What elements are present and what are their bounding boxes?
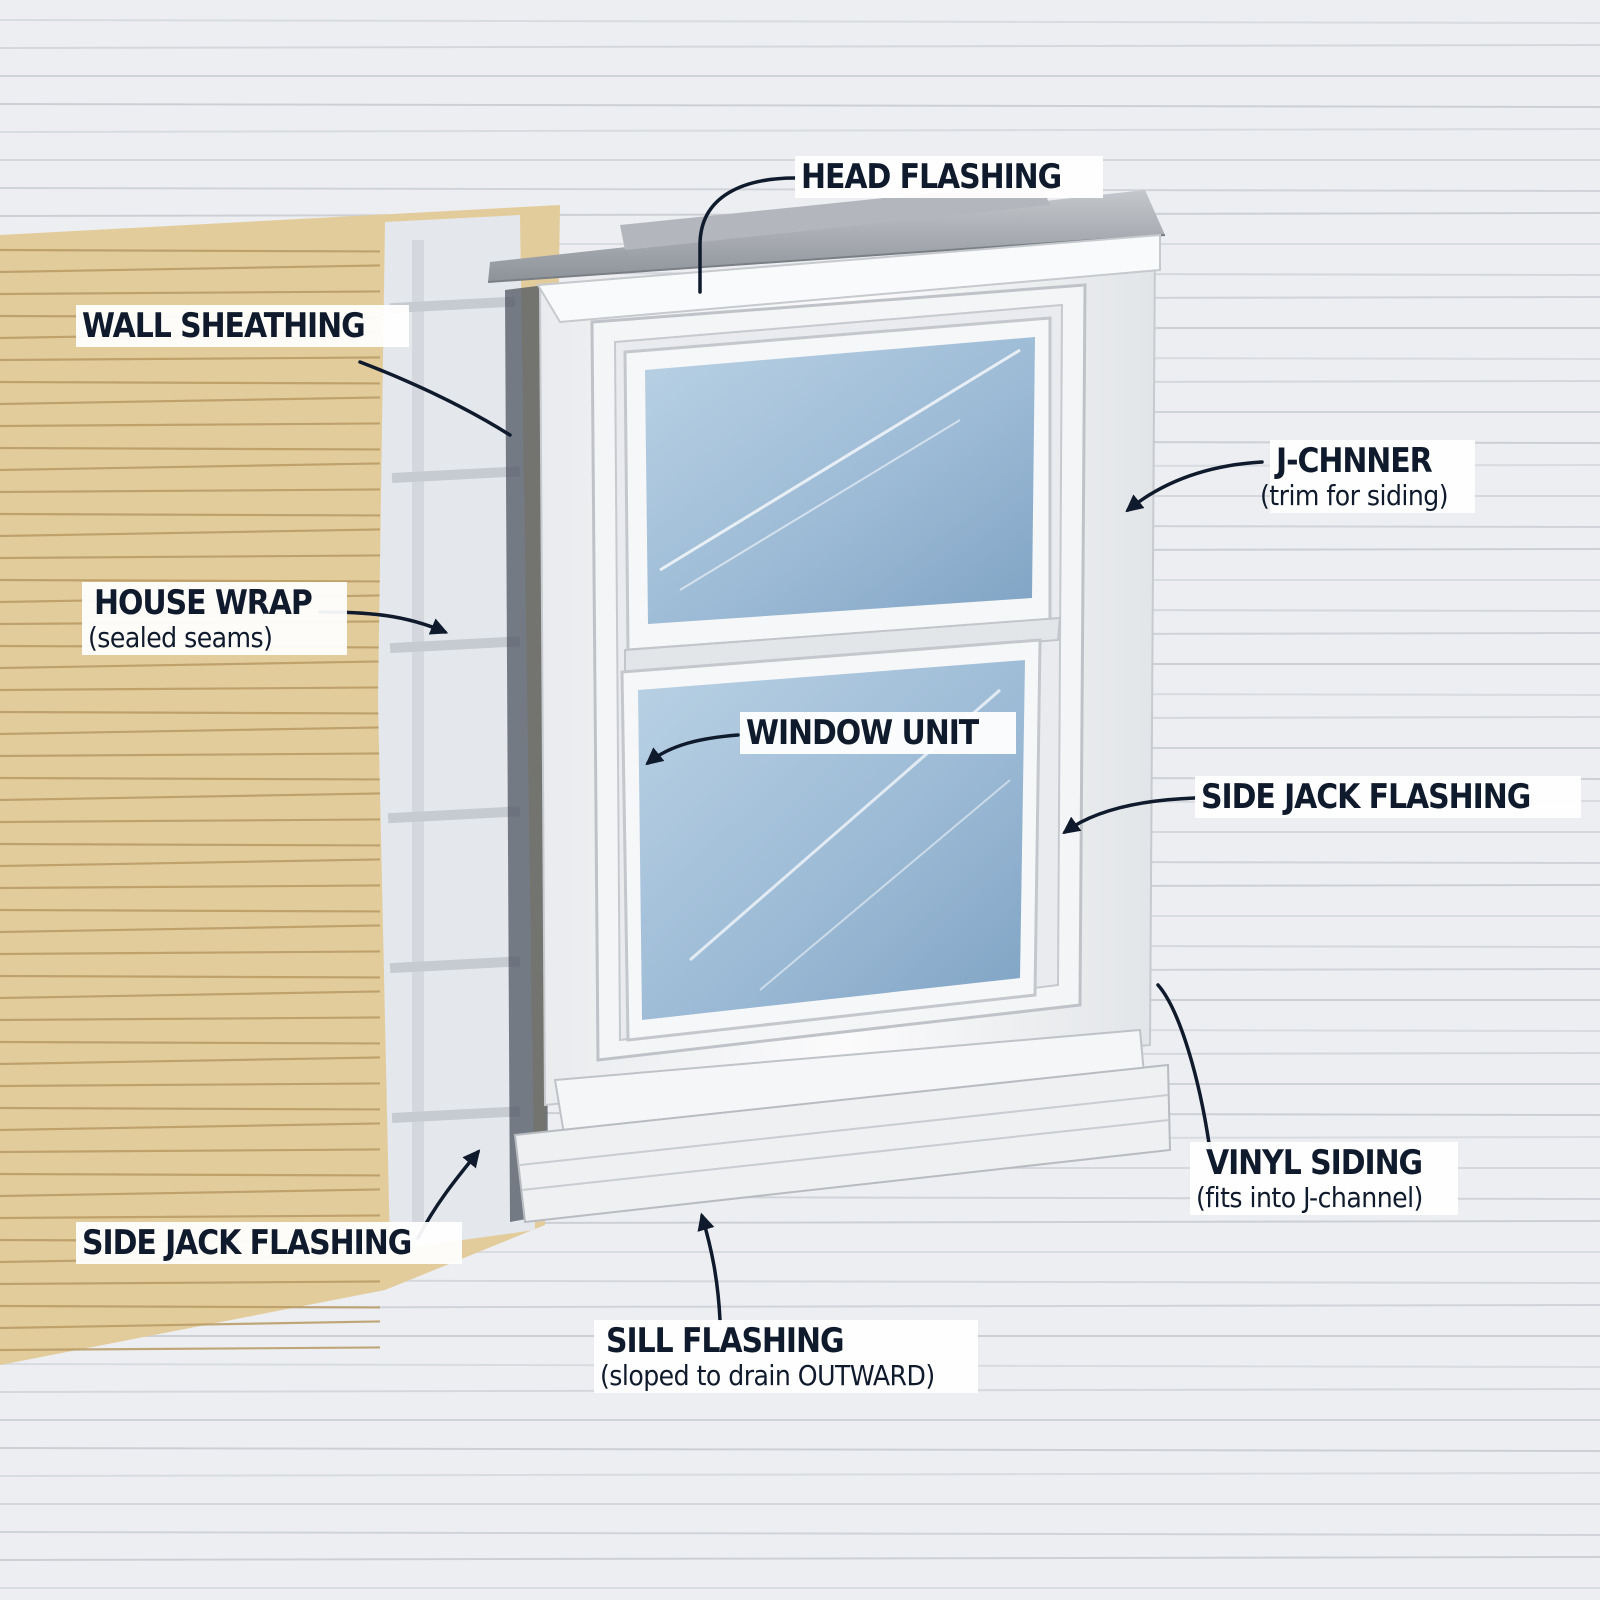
head-flashing-metal <box>488 190 1165 282</box>
vinyl-siding-subtitle: (fits into J-channel) <box>1196 1181 1423 1215</box>
window-unit-leader <box>645 733 740 766</box>
side-jack-flashing-right-label: SIDE JACK FLASHING <box>1195 776 1582 819</box>
j-channel-title: J-CHNNER <box>1276 441 1433 481</box>
wall-sheathing-title: WALL SHEATHING <box>82 306 366 346</box>
house-wrap-label: HOUSE WRAP (sealed seams) <box>82 582 348 656</box>
j-channel-subtitle: (trim for siding) <box>1260 479 1449 513</box>
sill-flashing-title: SILL FLASHING <box>606 1321 845 1361</box>
left-side-jack-flashing-strip <box>505 285 548 1222</box>
house-wrap-subtitle: (sealed seams) <box>88 621 273 655</box>
j-channel-leader <box>1125 460 1264 513</box>
head-flashing-label: HEAD FLASHING <box>795 156 1103 199</box>
sill-flashing-subtitle: (sloped to drain OUTWARD) <box>600 1359 935 1393</box>
window-unit-title: WINDOW UNIT <box>746 713 979 753</box>
house-wrap-tape-seams <box>387 240 521 1230</box>
vinyl-siding-leader <box>1156 983 1212 1152</box>
sill-flashing-metal <box>513 1063 1172 1224</box>
head-flashing-title: HEAD FLASHING <box>801 157 1062 197</box>
side-jack-flashing-left-title: SIDE JACK FLASHING <box>82 1223 412 1263</box>
window-unit-label: WINDOW UNIT <box>740 712 1016 755</box>
j-channel-label: J-CHNNER (trim for siding) <box>1260 440 1475 514</box>
upper-glass <box>645 337 1035 624</box>
sill-flashing-leader <box>697 1212 722 1322</box>
wall-sheathing-leader <box>358 360 512 437</box>
sheathing-grain-lines <box>0 248 381 1352</box>
leader-lines <box>318 176 1264 1322</box>
wall-sheathing-label: WALL SHEATHING <box>76 305 410 348</box>
side-jack-flashing-left-label: SIDE JACK FLASHING <box>76 1222 463 1265</box>
vinyl-siding-label: VINYL SIDING (fits into J-channel) <box>1190 1142 1458 1216</box>
head-flashing-leader <box>698 176 797 294</box>
vinyl-siding-title: VINYL SIDING <box>1206 1143 1423 1183</box>
house-wrap-title: HOUSE WRAP <box>94 583 313 623</box>
side-jack-flashing-right-leader <box>1062 796 1197 835</box>
side-jack-flashing-right-title: SIDE JACK FLASHING <box>1201 777 1531 817</box>
meeting-rail <box>624 616 1062 674</box>
sill-flashing-label: SILL FLASHING (sloped to drain OUTWARD) <box>594 1320 978 1394</box>
